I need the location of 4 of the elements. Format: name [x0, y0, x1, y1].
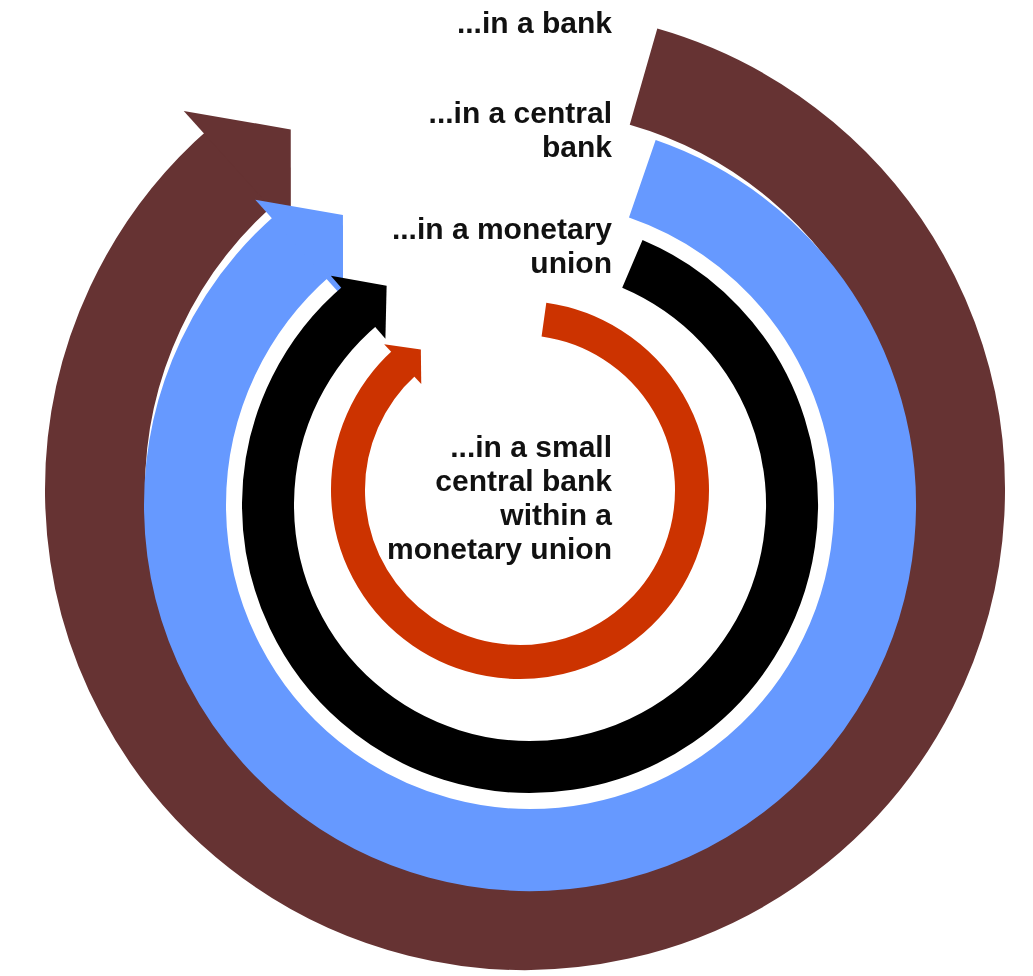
- ring-label: ...in a bank: [455, 6, 612, 40]
- ring-label: ...in a monetary union: [390, 212, 612, 280]
- ring-label: ...in a central bank: [427, 96, 612, 164]
- ring-label: ...in a small central bank within a monetary union: [386, 430, 612, 566]
